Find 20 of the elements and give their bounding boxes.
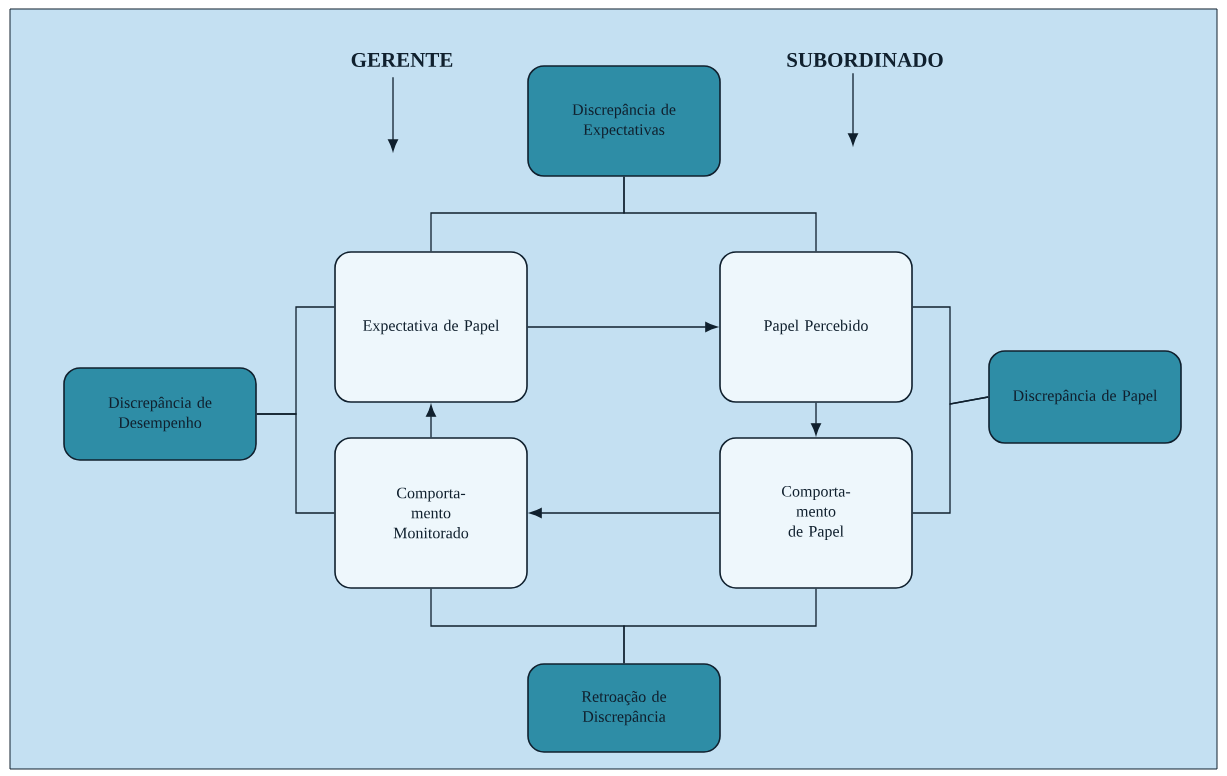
role-heading: SUBORDINADO [787,52,943,68]
process-box: Comporta- mento de Papel [719,437,913,589]
connector-line [623,588,817,664]
process-box: Comporta- mento Monitorado [334,437,528,589]
discrepancy-box: Retroação de Discrepância [527,663,721,753]
discrepancy-box: Discrepância de Papel [988,350,1182,444]
discrepancy-box: Discrepância de Desempenho [63,367,257,461]
role-heading: GERENTE [351,52,453,68]
arrow [527,322,718,332]
arrow [529,508,720,518]
arrow [426,404,436,438]
connector-line [256,413,335,514]
arrow [811,402,821,436]
process-box: Expectativa de Papel [334,251,528,403]
connector-line [912,396,989,514]
connector-line [623,176,817,252]
arrow [388,76,398,152]
discrepancy-box: Discrepância de Expectativas [527,65,721,177]
arrow [848,72,858,146]
process-box: Papel Percebido [719,251,913,403]
